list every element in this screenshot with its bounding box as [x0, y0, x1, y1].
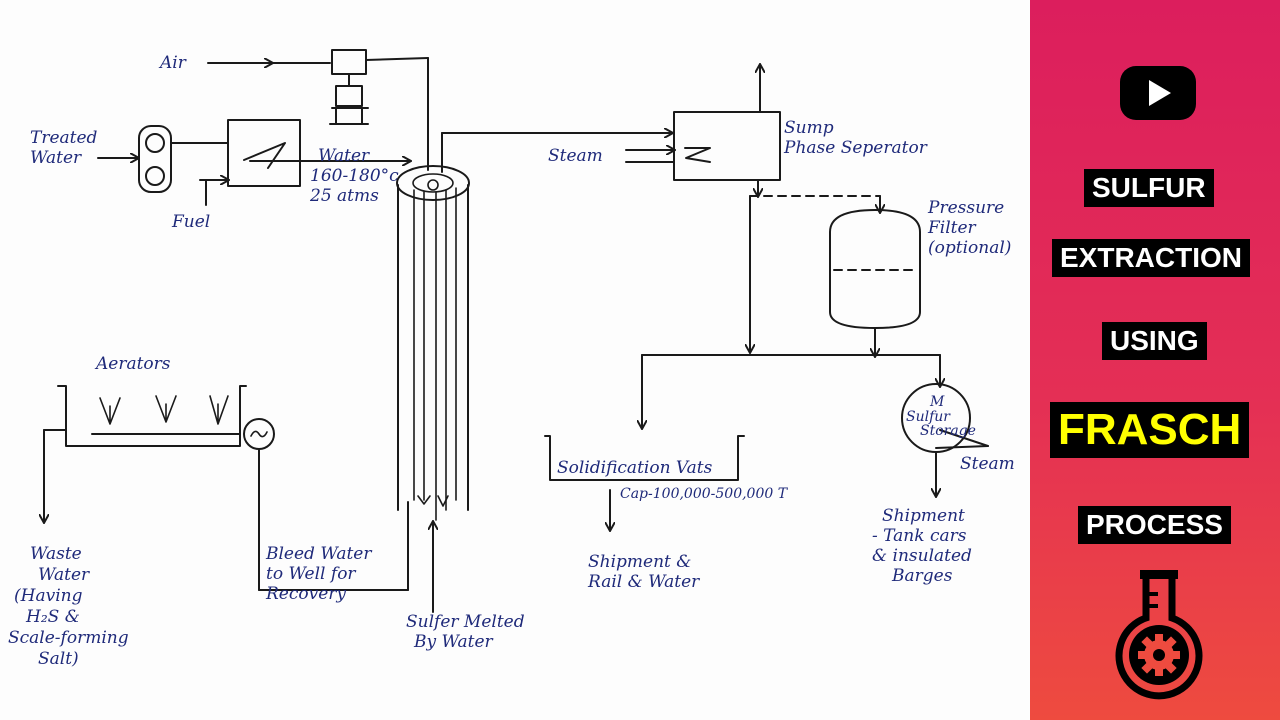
label-steam-storage: Steam — [960, 454, 1015, 474]
label-capacity: Cap-100,000-500,000 T — [620, 486, 788, 502]
label-air: Air — [160, 53, 186, 73]
water-heater — [199, 119, 410, 206]
label-shipment-rail: Shipment &Rail & Water — [588, 552, 700, 592]
title-line-sulfur: SULFUR — [1084, 169, 1214, 207]
aerator-basin — [44, 385, 409, 591]
frasch-well — [396, 165, 470, 613]
title-line-frasch: FRASCH — [1050, 402, 1250, 458]
water-treatment-unit — [97, 125, 229, 193]
sulfur-outlet-line — [441, 133, 672, 173]
distribution-header — [642, 354, 940, 428]
pressure-filter — [829, 209, 921, 356]
label-solidification-vats: Solidification Vats — [557, 458, 713, 478]
title-line-extraction: EXTRACTION — [1052, 239, 1250, 277]
label-steam-sump: Steam — [548, 146, 603, 166]
title-line-process: PROCESS — [1078, 506, 1231, 544]
label-fuel: Fuel — [172, 212, 211, 232]
youtube-play-icon[interactable] — [1118, 64, 1198, 124]
label-aerators: Aerators — [96, 354, 171, 374]
flask-gear-icon — [1115, 570, 1203, 700]
sump-phase-separator — [625, 65, 880, 352]
process-flow-diagram — [0, 49, 989, 613]
title-panel: SULFUR EXTRACTION USING FRASCH PROCESS — [1030, 0, 1280, 720]
label-storage-m: M — [930, 394, 945, 410]
sulfur-storage-tank — [901, 383, 989, 496]
title-line-using: USING — [1102, 322, 1207, 360]
solidification-vats — [544, 435, 745, 530]
air-line — [207, 57, 429, 171]
air-compressor — [329, 49, 369, 125]
